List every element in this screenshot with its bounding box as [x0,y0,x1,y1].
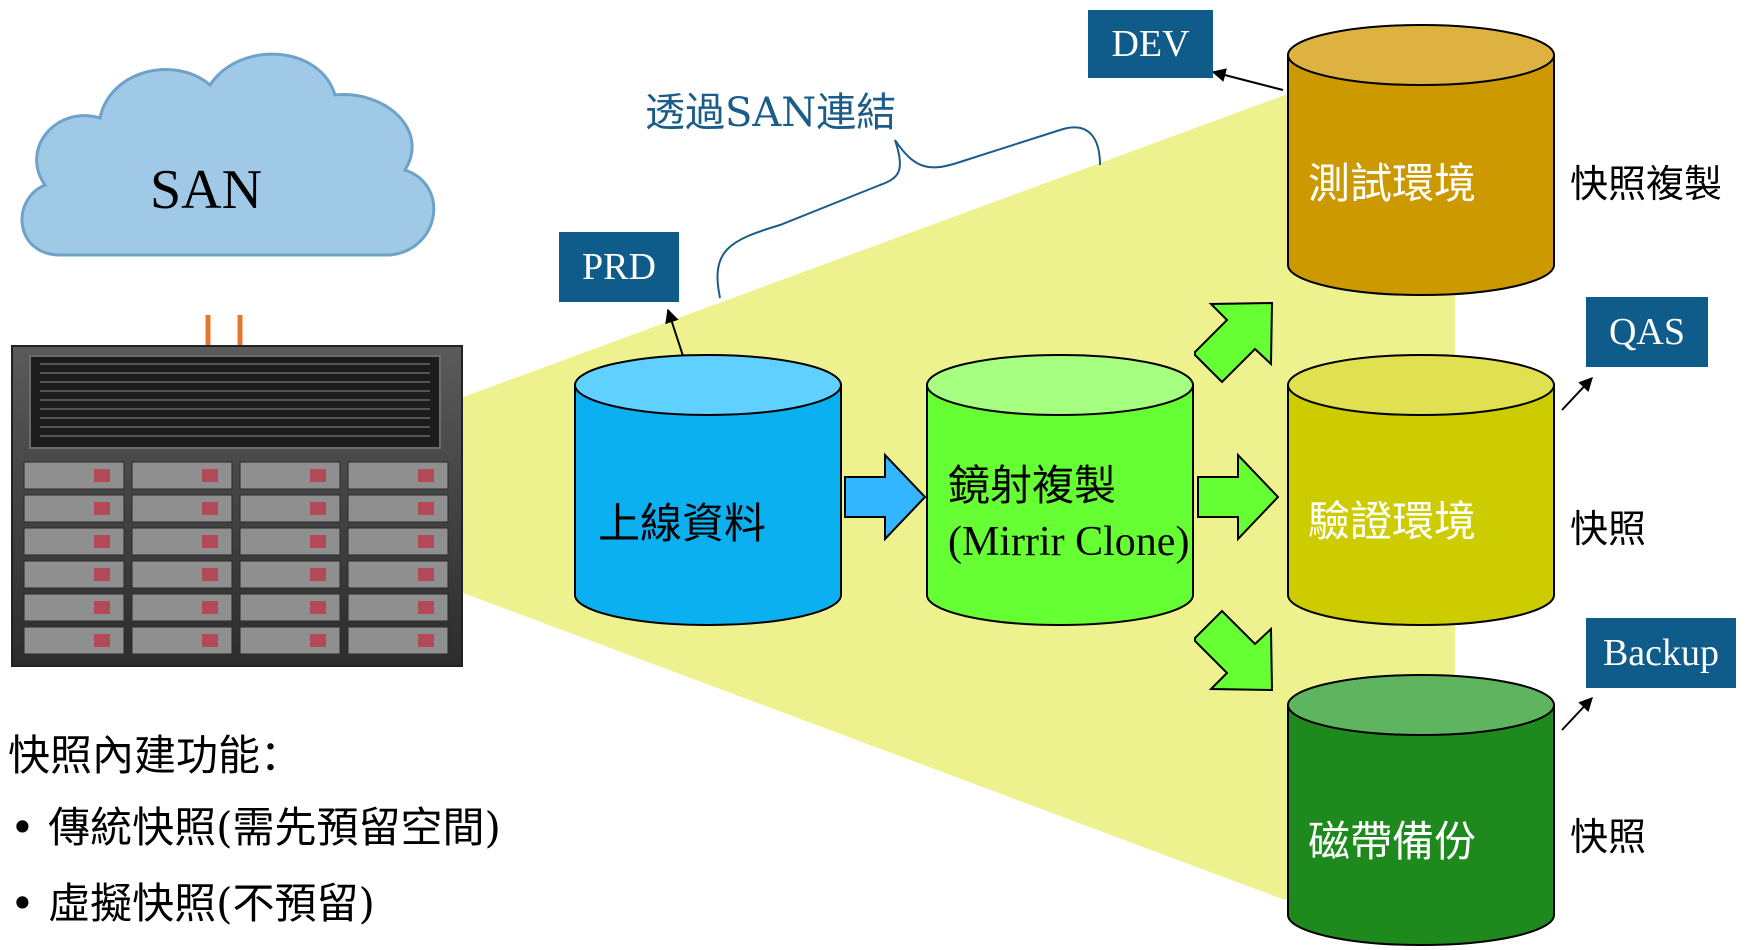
drive-led [202,568,218,581]
features-heading: 快照內建功能： [8,731,303,780]
drive-led [94,535,110,548]
prd-pointer-arrow [665,308,686,363]
backup-pointer-arrow [1561,696,1593,731]
drive-led [310,502,326,515]
drive-bay [131,461,233,490]
backup-tag: Backup [1586,618,1736,688]
arrow-mirror-to-test [1194,301,1274,384]
drive-led [202,535,218,548]
drive-led [418,469,434,482]
test-environment-label: 測試環境 [1308,159,1477,208]
qas-tag: QAS [1586,297,1708,367]
san-link-label: 透過SAN連結 [645,90,897,136]
drive-led [418,634,434,647]
cylinder-production-data [574,354,842,626]
bullet: • [10,879,49,928]
drive-led [310,469,326,482]
drive-led [202,469,218,482]
verify-environment-label: 驗證環境 [1308,497,1477,546]
drive-led [202,634,218,647]
san-cloud-label: SAN [150,159,263,221]
storage-array [11,345,463,667]
drive-led [418,568,434,581]
cylinder-tape-backup [1287,674,1555,946]
cylinder-mirror-clone [926,354,1194,626]
feature-item: • 傳統快照(需先預留空間) [10,790,501,866]
feature-item: • 虛擬快照(不預留) [10,866,501,942]
drive-led [202,601,218,614]
arrow-mirror-to-tape [1194,609,1274,692]
mirror-clone-label-line1: 鏡射複製 [948,461,1117,510]
link-brace [716,126,1101,299]
dev-tag: DEV [1088,10,1213,78]
prd-tag: PRD [559,232,679,302]
drive-bay [131,626,233,655]
test-side-note: 快照複製 [1570,162,1723,206]
drive-led [94,469,110,482]
cylinder-verify-environment [1287,354,1555,626]
drive-led [310,535,326,548]
arrow-prod-to-mirror [844,452,927,542]
drive-led [94,568,110,581]
tape-backup-label: 磁帶備份 [1308,817,1477,866]
production-data-label: 上線資料 [598,499,767,548]
drive-led [94,634,110,647]
drive-led [418,535,434,548]
feature-item-text: 虛擬快照(不預留) [48,879,375,928]
cylinder-test-environment [1287,24,1555,296]
drive-led [94,601,110,614]
drive-led [310,568,326,581]
drive-led [418,601,434,614]
qas-pointer-arrow [1561,376,1593,411]
mirror-clone-label: 鏡射複製 (Mirrir Clone) [948,458,1189,570]
mirror-clone-label-line2: (Mirrir Clone) [948,519,1190,565]
tape-side-note: 快照 [1570,815,1647,859]
bullet: • [10,803,49,852]
verify-side-note: 快照 [1570,507,1647,551]
san-cloud [20,52,436,257]
arrow-mirror-to-verify [1197,452,1280,542]
drive-led [310,601,326,614]
drive-led [202,502,218,515]
drive-led [310,634,326,647]
features-list: • 傳統快照(需先預留空間) • 虛擬快照(不預留) [10,790,501,942]
dev-pointer-arrow [1211,68,1284,91]
drive-led [94,502,110,515]
feature-item-text: 傳統快照(需先預留空間) [48,803,501,852]
drive-led [418,502,434,515]
